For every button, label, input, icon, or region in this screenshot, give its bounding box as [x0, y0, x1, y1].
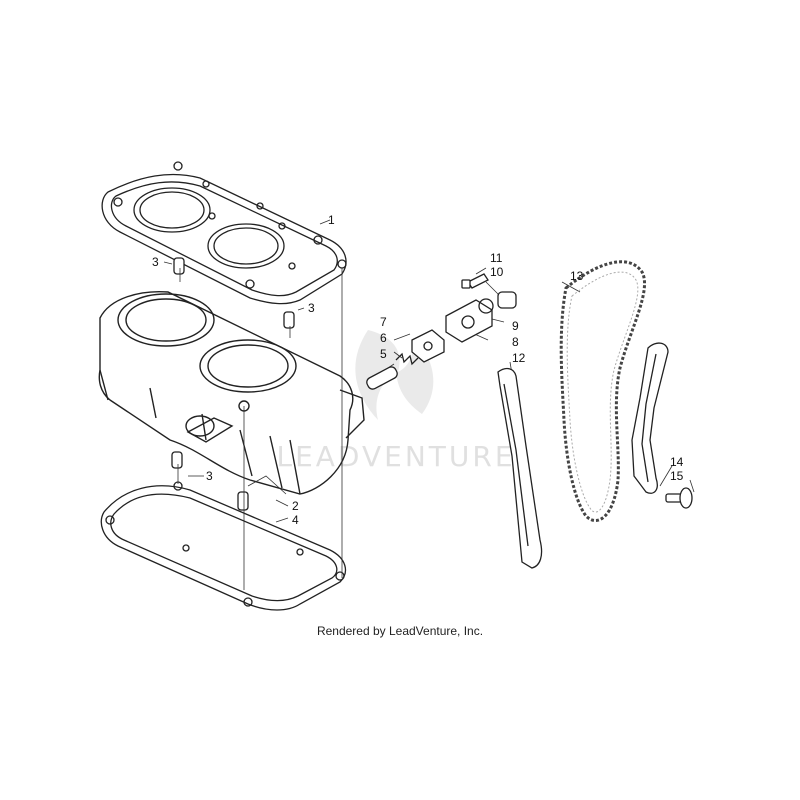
- callout-8: 8: [512, 335, 519, 349]
- base-gasket: [100, 481, 347, 611]
- dowel-pins: [171, 257, 295, 511]
- cam-chain: [559, 260, 647, 522]
- cylinder-block: [98, 291, 365, 495]
- callout-13: 13: [570, 269, 584, 283]
- guide-bolt: [665, 487, 693, 509]
- callout-3a: 3: [152, 255, 159, 269]
- callout-3c: 3: [206, 469, 213, 483]
- leadventure-watermark: LEADVENTURE: [276, 330, 515, 473]
- tensioner-guide: [631, 342, 669, 494]
- callout-6: 6: [380, 331, 387, 345]
- callout-5: 5: [380, 347, 387, 361]
- watermark-text: LEADVENTURE: [276, 440, 515, 473]
- upper-head-gasket: [101, 161, 347, 305]
- tensioner-spring: [395, 352, 419, 366]
- render-credit: Rendered by LeadVenture, Inc.: [316, 624, 484, 638]
- callout-7: 7: [380, 315, 387, 329]
- callout-2: 2: [292, 499, 299, 513]
- tensioner-washer: [478, 298, 494, 314]
- chain-guide: [497, 367, 543, 569]
- tensioner-pushrod: [366, 366, 398, 390]
- callout-10: 10: [490, 265, 504, 279]
- tensioner-cap-bolt: [497, 291, 517, 309]
- callout-9: 9: [512, 319, 519, 333]
- callout-1: 1: [328, 213, 335, 227]
- callout-14: 14: [670, 455, 684, 469]
- tensioner-assembly: [366, 273, 517, 390]
- callout-12: 12: [512, 351, 526, 365]
- callout-11: 11: [490, 251, 503, 265]
- callout-labels: 1 3 3 3 2 4 7 6 5 11 10 9 8 12 13 14 15: [152, 213, 684, 527]
- callout-15: 15: [670, 469, 684, 483]
- tensioner-bolt: [467, 273, 489, 289]
- leader-lines: [163, 219, 695, 590]
- callout-4: 4: [292, 513, 299, 527]
- callout-3b: 3: [308, 301, 315, 315]
